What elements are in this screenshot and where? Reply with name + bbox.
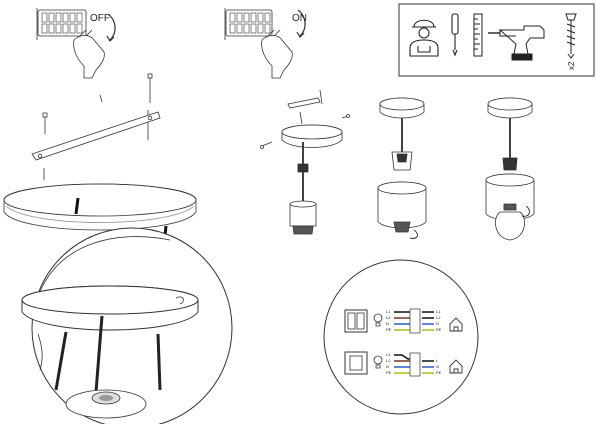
house-icon: [449, 359, 463, 374]
terminal-label: N: [386, 321, 389, 326]
step-attach-shade: [377, 97, 427, 239]
double-switch-icon: [344, 309, 368, 333]
circuit-breaker-off-icon: [36, 8, 87, 40]
single-switch-icon: [344, 351, 368, 375]
bulb-symbol-icon: [373, 313, 383, 327]
power-on-label: ON: [292, 13, 307, 24]
power-off-label: OFF: [90, 13, 110, 24]
terminal-label: L1: [386, 352, 391, 357]
terminal-label: L: [436, 358, 439, 363]
terminal-label: PE: [436, 370, 442, 375]
step-mount-bracket: [3, 73, 197, 237]
wiring-diagram-two-switch: L1 L2 N PE L1 L2 N PE: [344, 308, 463, 334]
terminal-label: L1: [386, 309, 391, 314]
step-attach-canopy: [260, 89, 350, 235]
step-power-on: ON: [224, 8, 307, 79]
terminal-label: N: [436, 364, 439, 369]
rotate-arrow-icon: [297, 9, 306, 37]
circuit-breaker-on-icon: [224, 8, 273, 40]
terminal-label: N: [436, 321, 439, 326]
bulb-symbol-icon: [373, 355, 383, 369]
tools-multiplier: x2: [567, 61, 576, 70]
step-insert-bulb: [485, 97, 535, 241]
power-drill-icon: [488, 25, 545, 61]
terminal-label: N: [386, 364, 389, 369]
lamp-shade: [485, 173, 535, 221]
required-tools-panel: x2: [398, 3, 595, 77]
hand-icon: [261, 29, 293, 79]
step-power-off: OFF: [36, 8, 116, 79]
screw-icon: [42, 112, 48, 134]
house-icon: [449, 317, 463, 332]
terminal-label: PE: [386, 370, 392, 375]
hand-icon: [73, 29, 105, 79]
wiring-diagram: L1 L2 N PE L1 L2 N PE: [323, 259, 479, 415]
wall-plug-and-screw-icon: [565, 13, 577, 59]
terminal-label: L2: [386, 315, 391, 320]
screwdriver-icon: [451, 13, 459, 57]
lamp-holder: [289, 163, 317, 235]
terminal-label: PE: [386, 327, 392, 332]
worker-icon: [409, 19, 439, 57]
terminal-label: PE: [436, 327, 442, 332]
terminal-label: L2: [386, 358, 391, 363]
mounting-bracket: [31, 111, 161, 161]
terminal-label: L1: [436, 309, 441, 314]
screw-icon: [147, 73, 153, 140]
wiring-diagram-single-switch: L1 L2 N PE L N PE: [344, 351, 463, 377]
ceiling-canopy: [281, 124, 343, 148]
ruler-icon: [473, 13, 483, 57]
terminal-label: L2: [436, 315, 441, 320]
canopy-detail-zoom: [21, 227, 233, 429]
rotate-arrow-icon: [107, 13, 116, 41]
ceiling-canopy: [3, 183, 197, 231]
lamp-shade: [377, 181, 427, 229]
